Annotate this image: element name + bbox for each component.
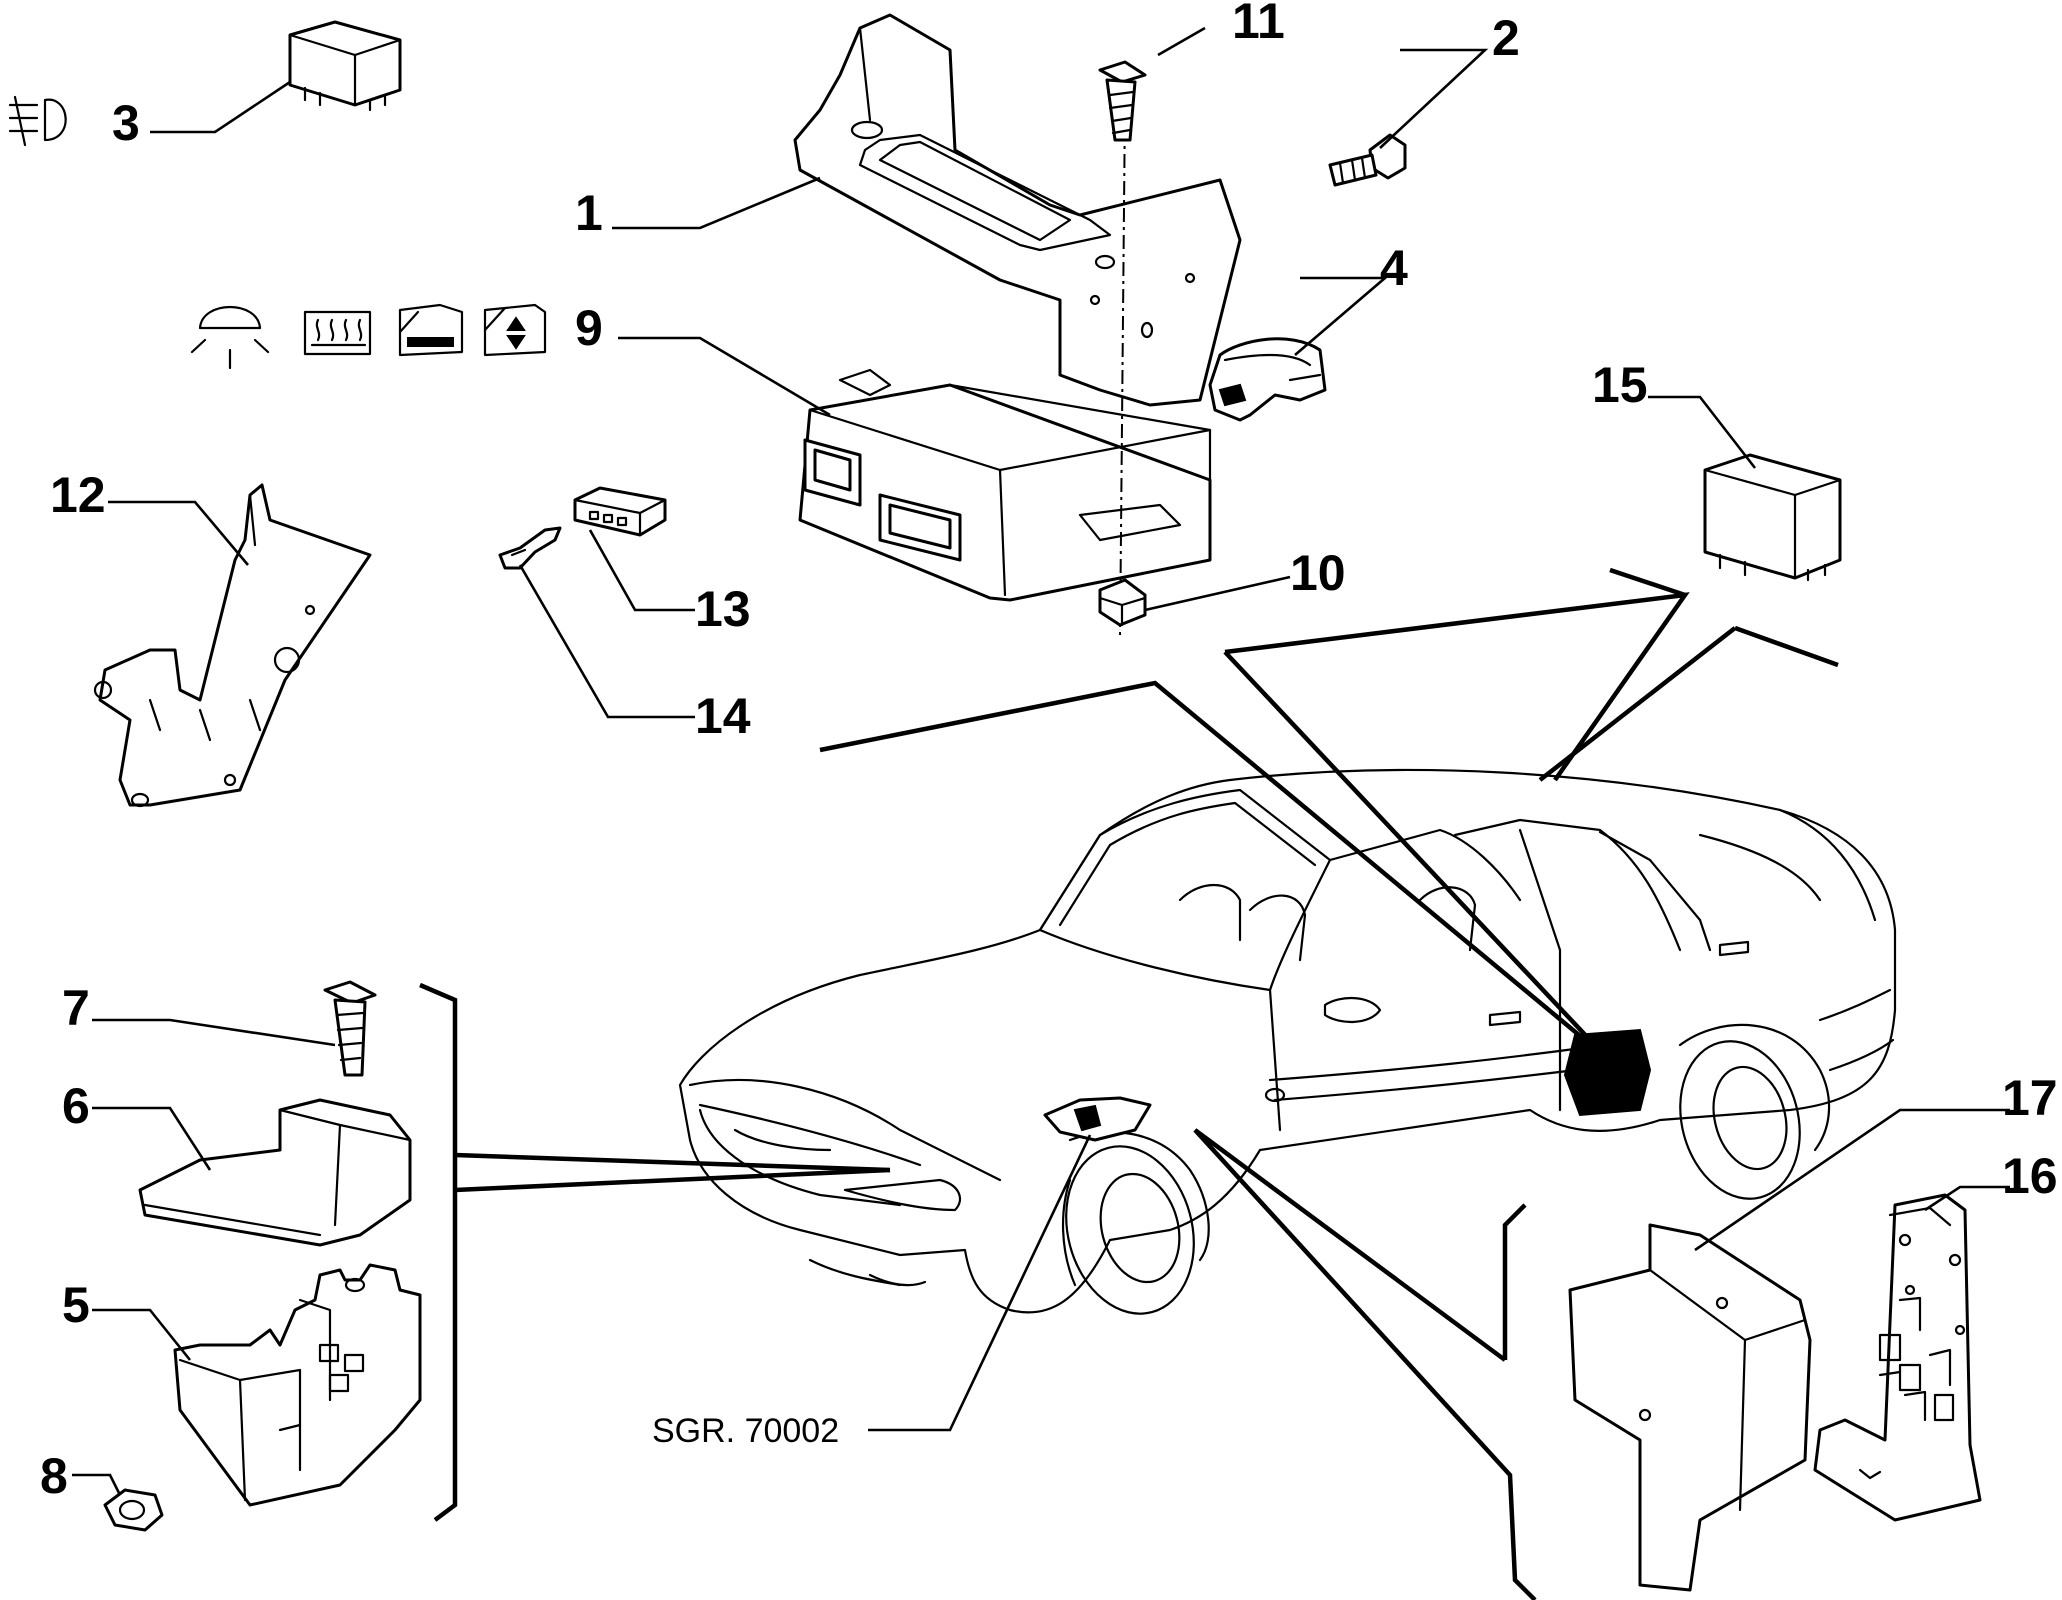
diagram-reference: SGR. 70002 <box>652 1412 839 1450</box>
callout-5: 5 <box>62 1277 90 1333</box>
callout-13: 13 <box>695 581 751 637</box>
door-lock-icon <box>398 303 464 357</box>
relay-part <box>1703 453 1842 582</box>
callout-12: 12 <box>50 467 106 523</box>
callout-9: 9 <box>575 300 603 356</box>
callout-7: 7 <box>62 980 90 1036</box>
fuse-box-cover-part <box>138 1098 412 1247</box>
callout-14: 14 <box>695 688 751 744</box>
relay-support-plate-part <box>1813 1193 1982 1522</box>
location-lines <box>419 567 1839 1600</box>
callout-15: 15 <box>1592 357 1648 413</box>
interior-light-icon <box>190 306 270 370</box>
connector-part <box>573 486 667 537</box>
support-bracket-part <box>93 483 372 808</box>
callout-11: 11 <box>1232 0 1285 49</box>
callout-6: 6 <box>62 1078 90 1134</box>
bolt-part <box>1328 133 1407 187</box>
callout-8: 8 <box>40 1448 68 1504</box>
relay-box-cover-part <box>1568 1223 1812 1592</box>
callout-3: 3 <box>112 95 140 151</box>
screw-part <box>1098 60 1147 641</box>
body-computer-control-unit-part <box>798 368 1212 602</box>
clip-part <box>1208 337 1327 422</box>
callout-4: 4 <box>1380 240 1408 296</box>
callout-16: 16 <box>2002 1148 2058 1204</box>
callout-17: 17 <box>2002 1070 2058 1126</box>
terminal-part <box>498 526 562 570</box>
fuse-box-screw-part <box>323 980 377 1077</box>
fuse-holder-part <box>173 1263 422 1507</box>
callout-1: 1 <box>575 185 603 241</box>
power-window-icon <box>483 303 547 357</box>
callout-2: 2 <box>1492 10 1520 66</box>
fog-light-icon <box>8 95 67 147</box>
rear-window-defrost-icon <box>303 310 372 356</box>
mounting-bracket-part <box>793 13 1242 407</box>
fog-light-relay-part <box>288 20 402 112</box>
nut-part <box>1098 578 1147 627</box>
callout-labels: 1 2 3 4 5 6 7 8 9 10 11 12 13 14 15 16 1… <box>40 0 2058 1504</box>
car-illustration <box>678 768 1897 1315</box>
fuse-holder-nut-part <box>103 1488 164 1532</box>
leader-lines <box>72 26 2010 1496</box>
callout-10: 10 <box>1290 545 1346 601</box>
